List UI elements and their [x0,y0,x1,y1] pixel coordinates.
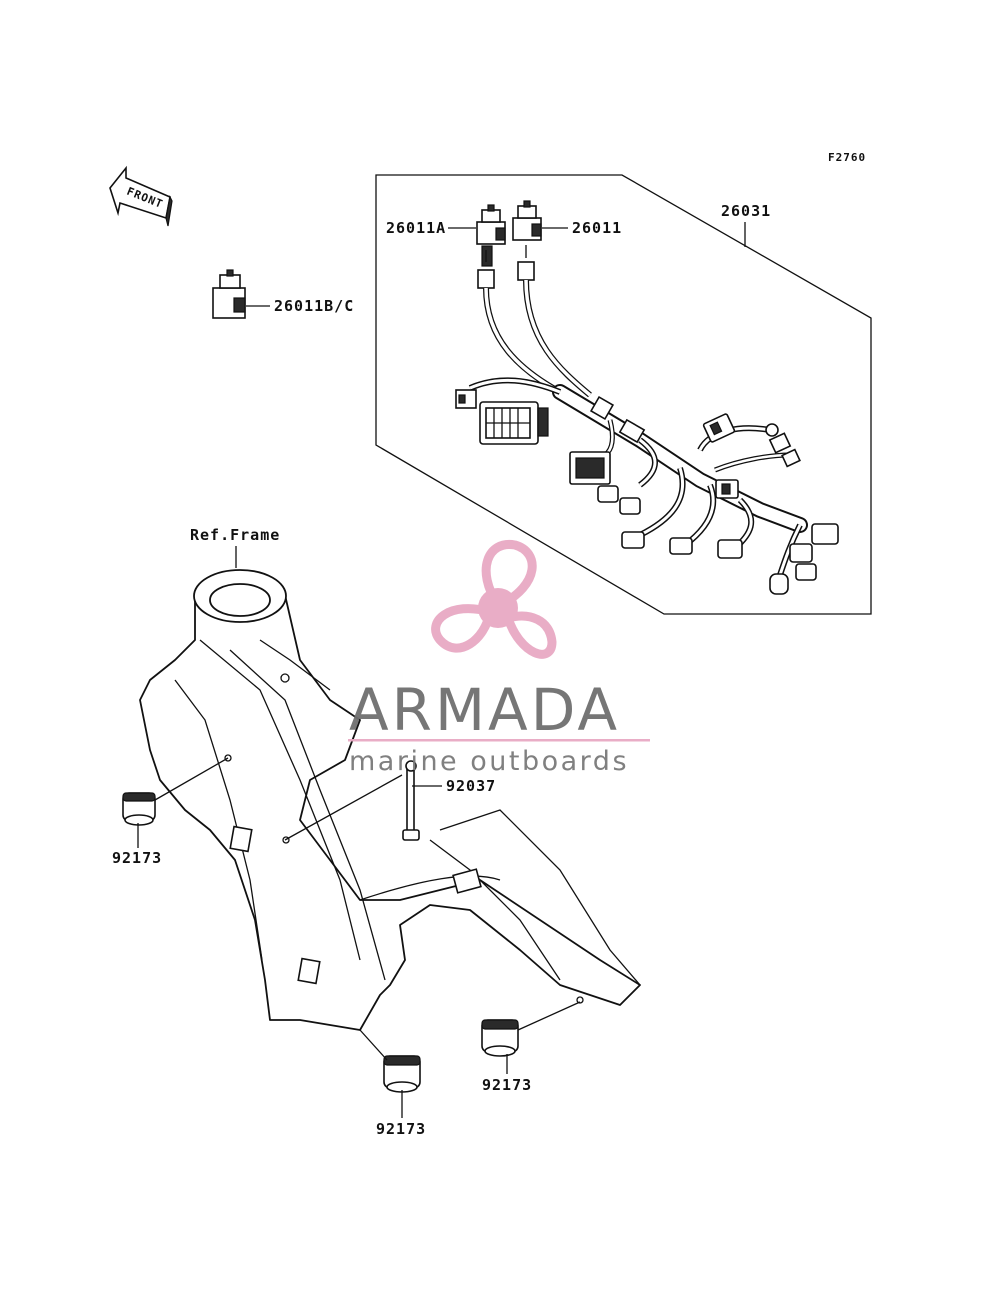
clamp-92173-right-icon [481,1019,519,1057]
ref-frame-label: Ref.Frame [190,526,280,544]
coupler-26011bc-icon [212,269,246,319]
coupler-26011-icon [512,200,542,281]
leader-92173-left [154,757,229,801]
harness-connectors [455,389,839,595]
diagram-code: F2760 [828,151,866,164]
propeller-logo-icon [431,539,557,659]
leader-92037-frame [284,774,403,841]
watermark-title: ARMADA [349,676,620,744]
leader-92173-right [517,1001,581,1031]
coupler-26011a-icon [476,204,506,289]
clamp-92173-bottom-icon [383,1055,421,1093]
leader-92173-bottom [359,1029,388,1061]
label-92173-bottom: 92173 [376,1120,426,1138]
band-92037-icon [402,760,420,841]
harness-group-outline [375,174,872,615]
label-92173-right: 92173 [482,1076,532,1094]
front-arrow-icon: FRONT [109,165,173,227]
clamp-92173-left-icon [122,792,156,826]
label-92173-left: 92173 [112,849,162,867]
motorcycle-frame [139,569,641,1031]
label-92037: 92037 [446,777,496,795]
label-26011a: 26011A [386,219,446,237]
label-26031: 26031 [721,202,771,220]
watermark-subtitle: marine outboards [349,746,629,777]
label-26011: 26011 [572,219,622,237]
label-26011bc: 26011B/C [274,297,354,315]
watermark-divider [348,739,650,742]
armada-watermark: ARMADA marine outboards [348,539,650,777]
